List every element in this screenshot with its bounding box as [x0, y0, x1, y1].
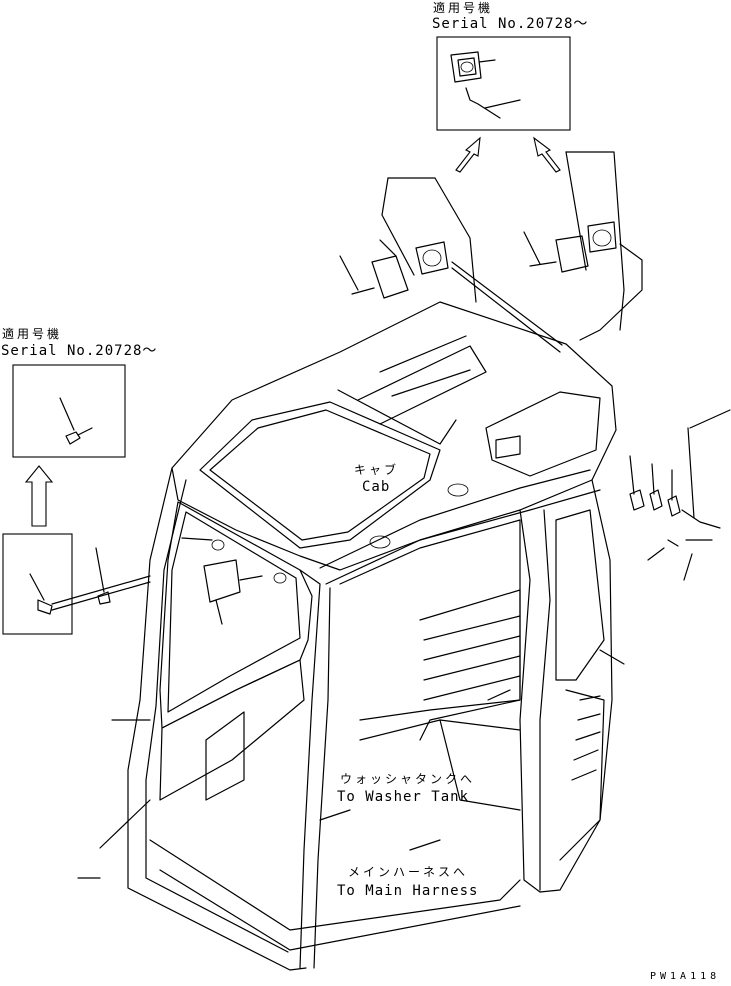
- front-work-lamp: [181, 537, 287, 603]
- top-detail-box: [436, 36, 571, 131]
- main-harness-en-label: To Main Harness: [337, 883, 479, 899]
- left-detail-arrow: [24, 465, 54, 527]
- top-detail-arrows: [455, 136, 561, 173]
- left-serial-label: Serial No.20728～: [1, 343, 158, 359]
- top-applicable-label: 適用号機: [433, 1, 494, 15]
- top-serial-label: Serial No.20728～: [432, 16, 589, 32]
- left-applicable-label: 適用号機: [2, 327, 63, 341]
- washer-tank-jp-label: ウォッシャタンクへ: [340, 772, 476, 786]
- drawing-code: PW1A118: [650, 971, 721, 982]
- washer-tank-en-label: To Washer Tank: [337, 789, 470, 805]
- lower-left-detail-box: [2, 533, 151, 635]
- cab-frame: [127, 467, 613, 971]
- cab-en-label: Cab: [362, 479, 391, 495]
- leader-lines: [77, 599, 625, 879]
- left-lamp-assembly: [339, 177, 563, 353]
- cab-jp-label: キャブ: [354, 463, 400, 477]
- main-harness-jp-label: メインハーネスへ: [348, 865, 469, 879]
- right-side-parts: [629, 409, 731, 581]
- left-detail-box: [12, 364, 126, 458]
- right-lamp-assembly: [523, 151, 643, 341]
